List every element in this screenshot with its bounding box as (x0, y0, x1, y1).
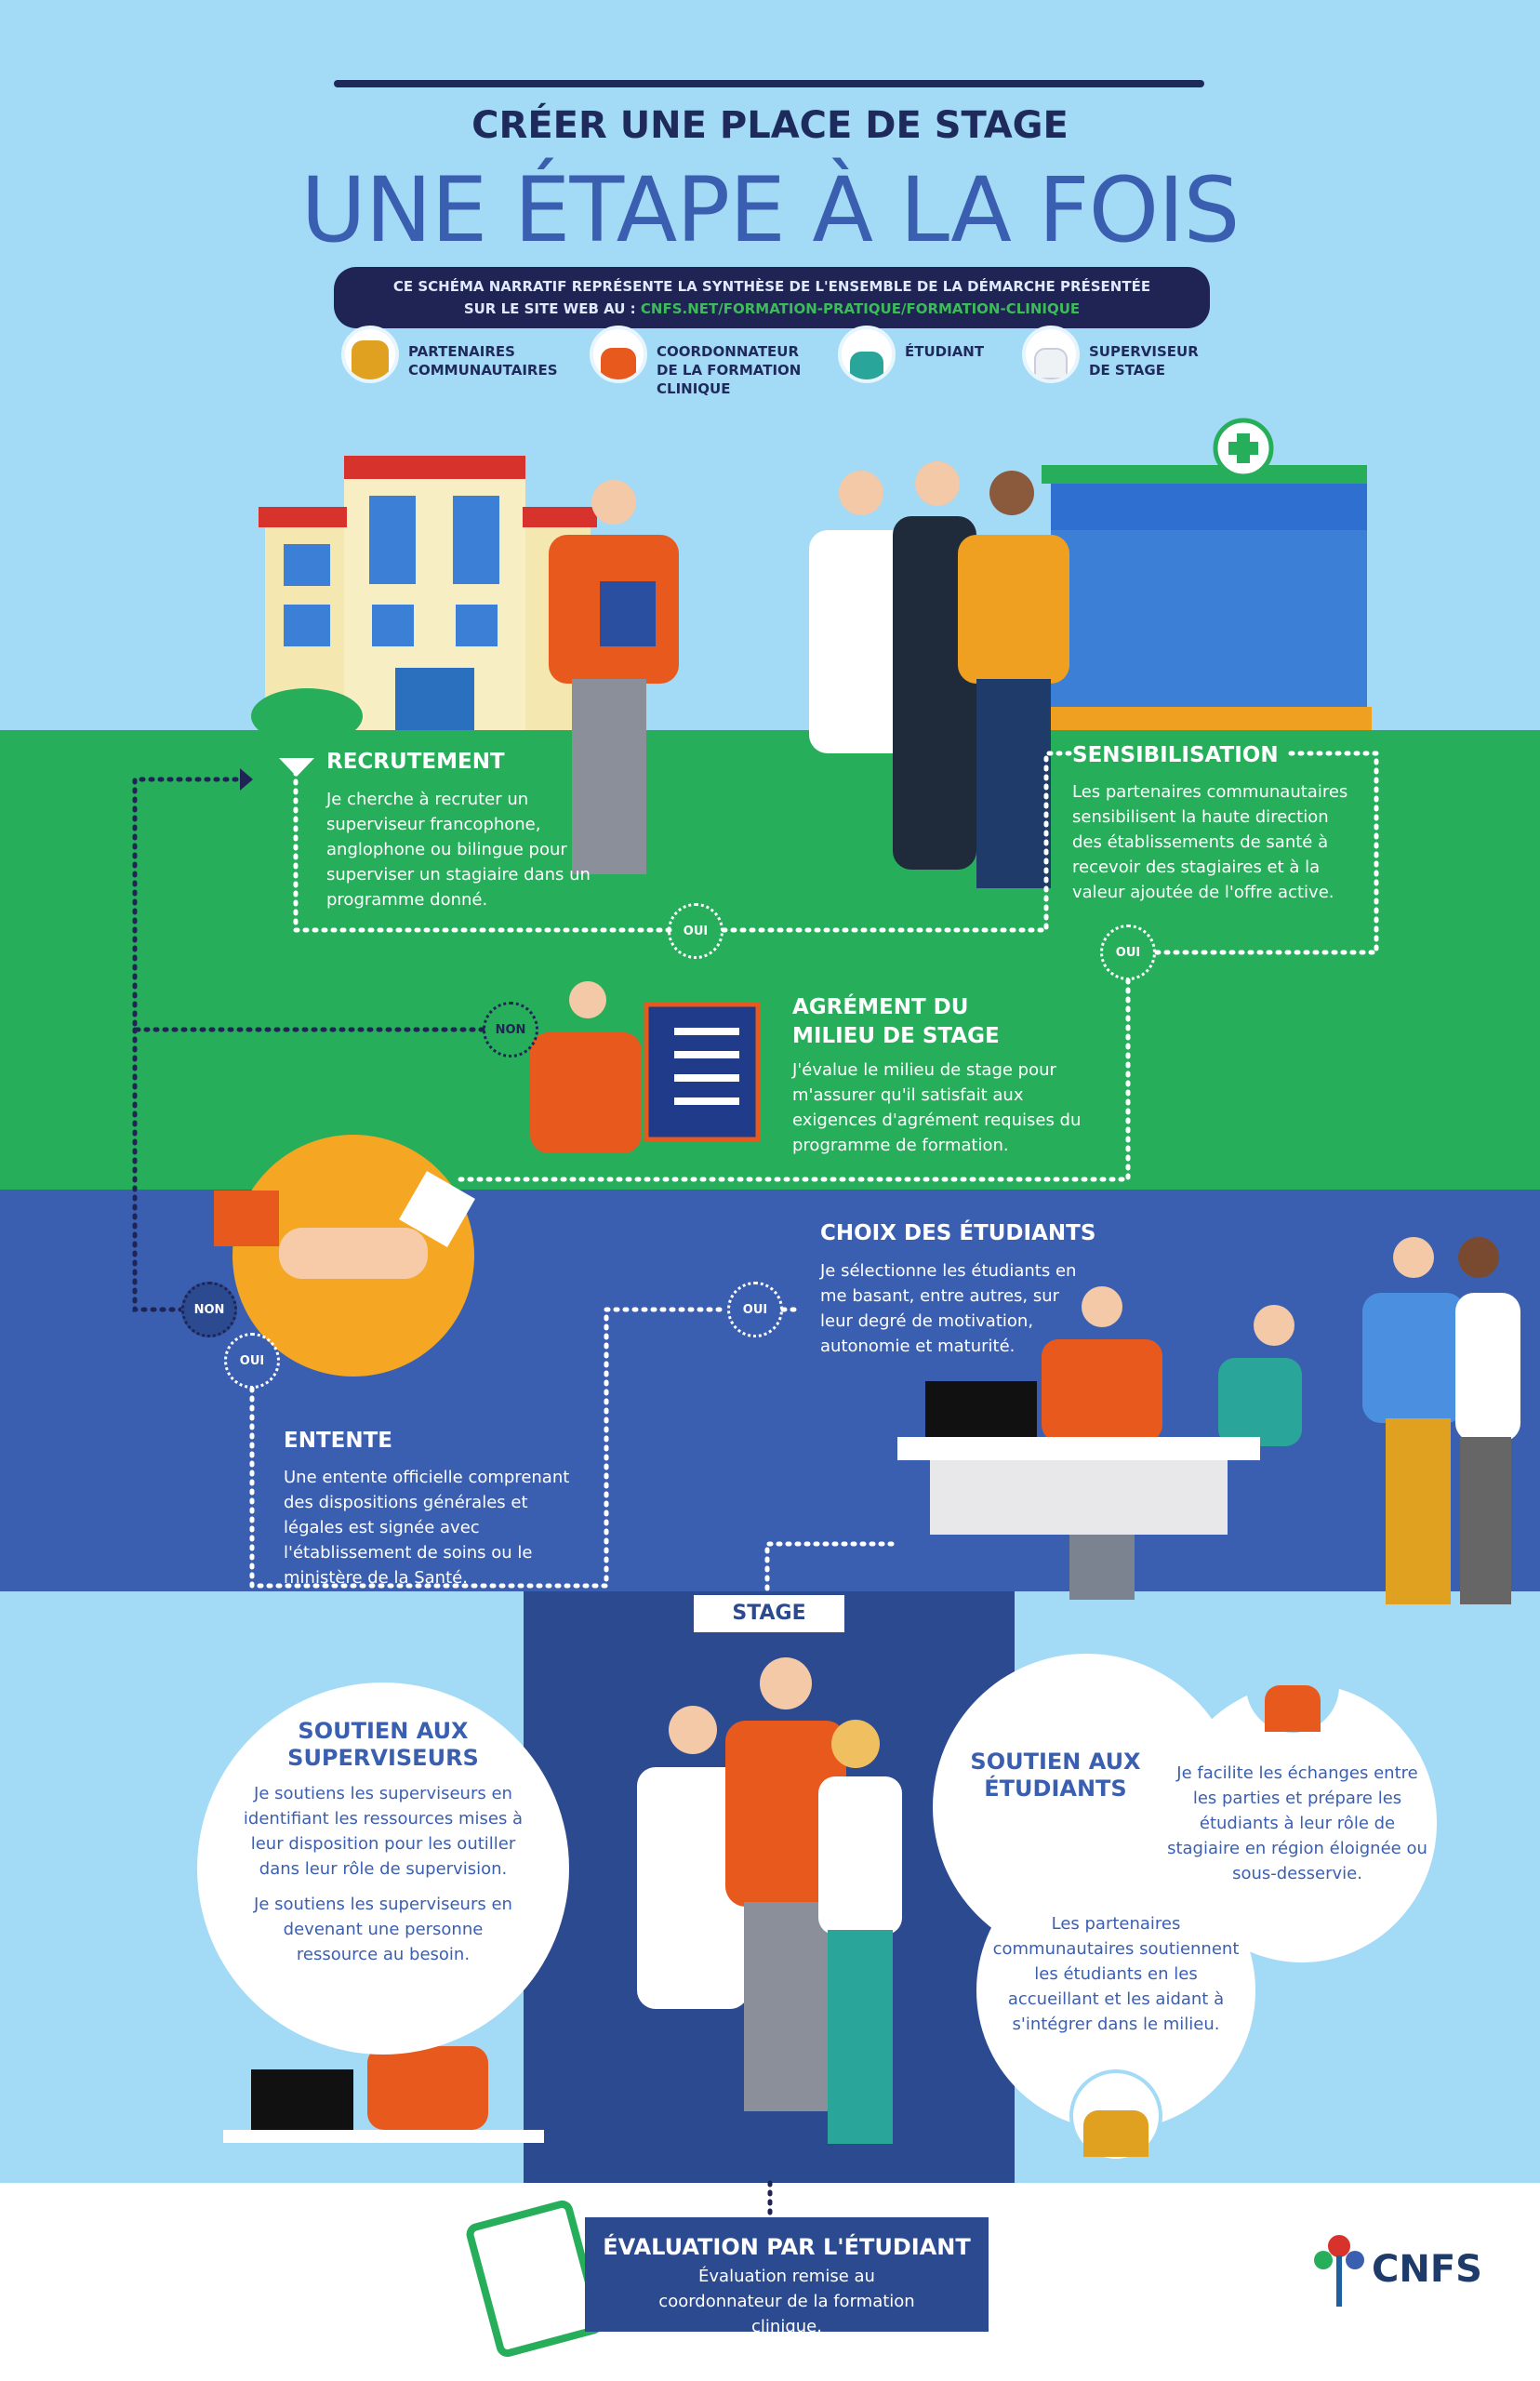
supervisor-avatar-icon (1022, 326, 1080, 383)
oui-badge-sensibilisation: OUI (1100, 924, 1156, 980)
handshake-icon (214, 1135, 475, 1377)
evaluation-title: ÉVALUATION PAR L'ÉTUDIANT (603, 2234, 971, 2260)
oui-badge-recrutement: OUI (668, 903, 724, 959)
sensibilisation-title: SENSIBILISATION (1072, 743, 1286, 767)
partners-avatar-icon (341, 326, 399, 383)
sensibilisation-text: Les partenaires communautaires sensibili… (1072, 782, 1348, 902)
legend-partenaires: PARTENAIRES COMMUNAUTAIRES (341, 326, 576, 383)
stage-label: STAGE (694, 1595, 844, 1632)
oui-badge-entente: OUI (224, 1333, 280, 1389)
student-avatar-icon (838, 326, 896, 383)
evaluation-text: Évaluation remise au coordonnateur de la… (658, 2267, 915, 2336)
clipboard-icon (466, 2200, 604, 2358)
non-badge-agrement: NON (483, 1002, 538, 1057)
school-building-icon (251, 456, 597, 744)
site-link[interactable]: CNFS.NET/FORMATION-PRATIQUE/FORMATION-CL… (640, 300, 1081, 317)
soutien-superviseurs-text1: Je soutiens les superviseurs en identifi… (243, 1784, 524, 1879)
soutien-etudiants-text2: Les partenaires communautaires soutienne… (992, 1914, 1240, 2034)
entente-text: Une entente officielle comprenant des di… (284, 1468, 570, 1588)
choix-title: CHOIX DES ÉTUDIANTS (820, 1221, 1096, 1245)
green-band (0, 730, 1540, 1190)
agrement-text: J'évalue le milieu de stage pour m'assur… (792, 1060, 1082, 1155)
soutien-etudiants-text1: Je facilite les échanges entre les parti… (1167, 1763, 1427, 1883)
partners-group-icon (809, 461, 1069, 888)
legend-superviseur: SUPERVISEUR DE STAGE (1022, 326, 1219, 383)
stage-team-icon (637, 1657, 902, 2144)
partners-avatar-icon (1069, 2069, 1162, 2162)
page-title: CRÉER UNE PLACE DE STAGE (471, 104, 1069, 147)
soutien-etudiants-title: SOUTIEN AUX ÉTUDIANTS (970, 1749, 1141, 1802)
recrutement-title: RECRUTEMENT (326, 750, 505, 774)
legend-coordonnateur: COORDONNATEUR DE LA FORMATION CLINIQUE (590, 326, 824, 398)
entente-title: ENTENTE (284, 1429, 393, 1453)
coordinator-avatar-icon (590, 326, 647, 383)
desk-scene-icon (897, 1286, 1302, 1600)
agrement-title: AGRÉMENT DU MILIEU DE STAGE (792, 995, 1000, 1048)
legend-etudiant: ÉTUDIANT (838, 326, 1016, 383)
cnfs-logo-text: CNFS (1372, 2248, 1482, 2291)
soutien-superviseurs-text2: Je soutiens les superviseurs en devenant… (254, 1895, 512, 1964)
hospital-building-icon (1042, 418, 1372, 730)
intro-banner: CE SCHÉMA NARRATIF REPRÉSENTE LA SYNTHÈS… (334, 267, 1210, 328)
title-rule (334, 80, 1204, 87)
choix-text: Je sélectionne les étudiants en me basan… (820, 1261, 1077, 1356)
non-badge-entente: NON (181, 1282, 237, 1337)
coordinator-figure-icon (549, 480, 679, 874)
intro-prefix: SUR LE SITE WEB AU : (463, 300, 641, 317)
page-subtitle: UNE ÉTAPE À LA FOIS (300, 158, 1241, 262)
oui-badge-choix: OUI (727, 1282, 783, 1337)
soutien-superviseurs-title: SOUTIEN AUX SUPERVISEURS (287, 1718, 479, 1771)
intro-line: CE SCHÉMA NARRATIF REPRÉSENTE LA SYNTHÈS… (392, 278, 1151, 295)
recrutement-text: Je cherche à recruter un superviseur fra… (326, 790, 591, 910)
cnfs-logo: CNFS (1307, 2228, 1482, 2311)
evaluation-box: ÉVALUATION PAR L'ÉTUDIANT Évaluation rem… (585, 2217, 989, 2336)
coordinator-presenting-icon (530, 981, 761, 1153)
soutien-superviseurs-bubble (197, 1683, 569, 2055)
cnfs-flower-icon (1314, 2235, 1364, 2307)
coordinator-avatar-icon (1246, 1640, 1339, 1733)
students-standing-icon (1362, 1237, 1520, 1604)
